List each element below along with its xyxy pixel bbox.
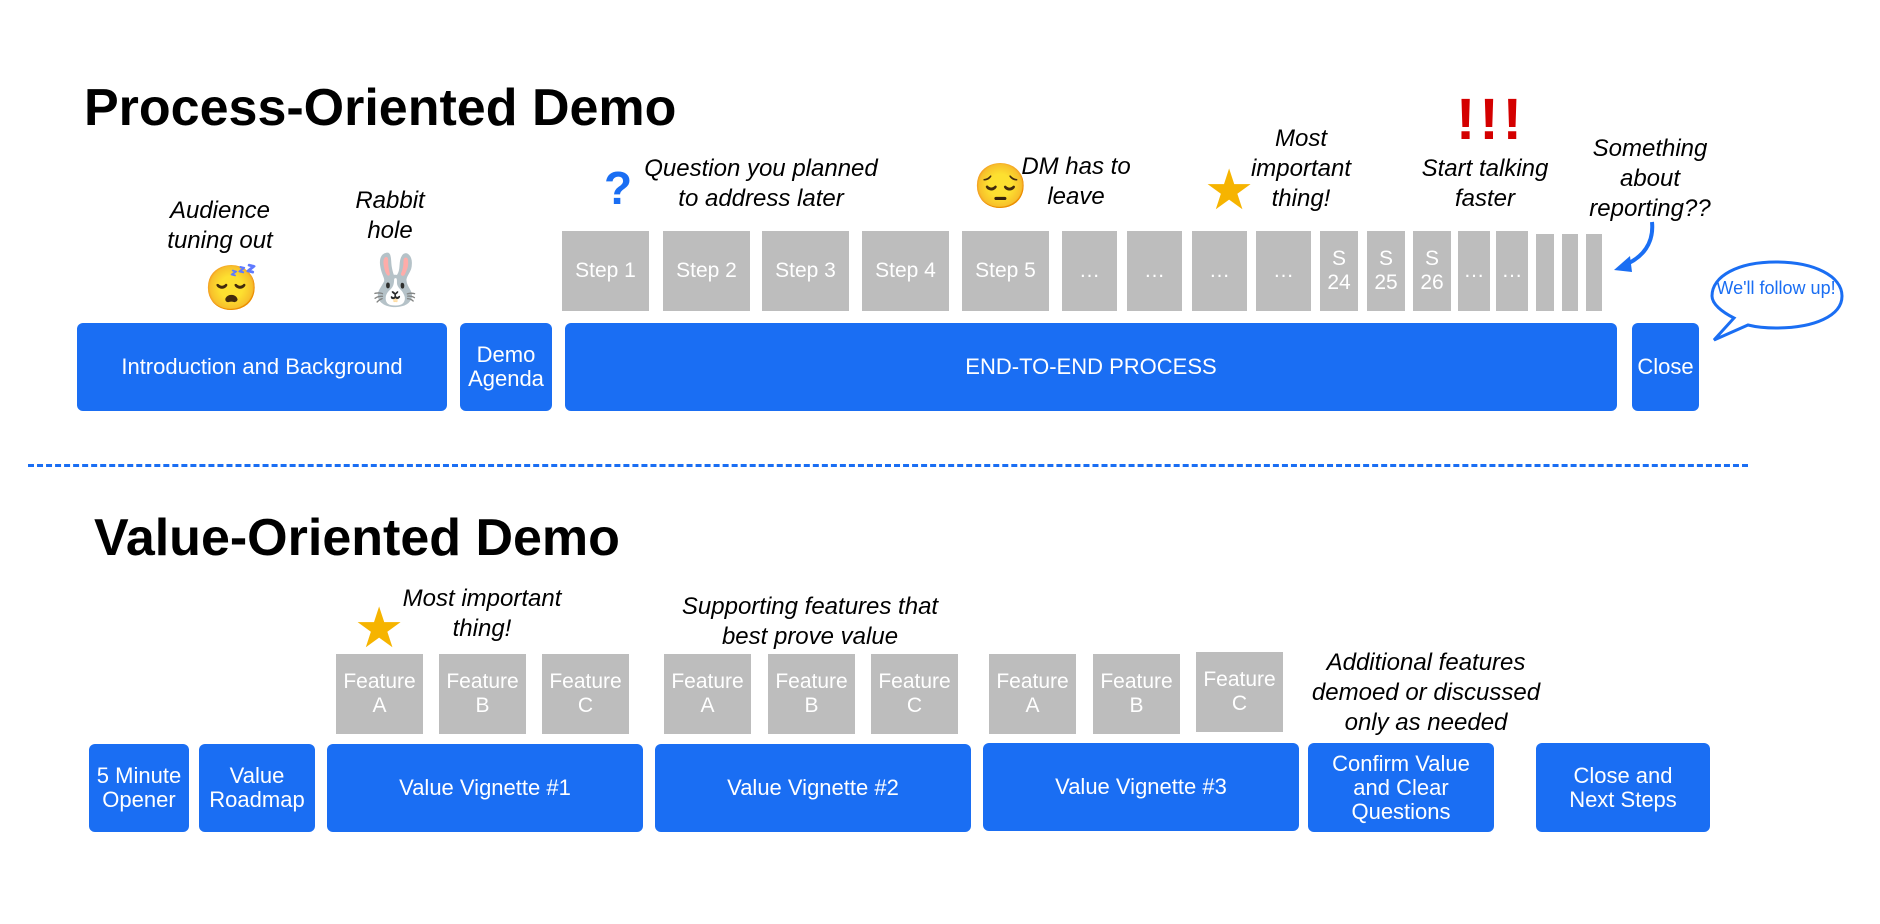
vignette-1-block: Value Vignette #1: [327, 744, 643, 832]
vignette-3-block: Value Vignette #3: [983, 743, 1299, 831]
step-box-blank: [1536, 234, 1554, 311]
step-box: Step 2: [663, 231, 750, 311]
feature-box: Feature B: [1093, 654, 1180, 734]
note-something-reporting: Something about reporting??: [1589, 135, 1711, 222]
confirm-value-block: Confirm Value and Clear Questions: [1308, 743, 1494, 832]
exclamation-icon: !!!: [1456, 87, 1526, 152]
step-box: …: [1496, 231, 1528, 311]
step-box: S 25: [1367, 231, 1405, 311]
close-block: Close: [1632, 323, 1699, 411]
step-box: Step 4: [862, 231, 949, 311]
speech-bubble: [1710, 260, 1844, 342]
rabbit-icon: 🐰: [364, 252, 427, 308]
agenda-block: Demo Agenda: [460, 323, 552, 411]
feature-box: Feature C: [542, 654, 629, 734]
feature-box: Feature B: [768, 654, 855, 734]
feature-box: Feature A: [664, 654, 751, 734]
vignette-2-block: Value Vignette #2: [655, 744, 971, 832]
value-title: Value-Oriented Demo: [94, 509, 620, 567]
star-icon: ★: [1204, 158, 1255, 221]
feature-box: Feature C: [1196, 652, 1283, 732]
step-box: S 24: [1320, 231, 1358, 311]
note-audience-tuning-out: Audience tuning out: [167, 197, 273, 254]
note-additional-features: Additional features demoed or discussed …: [1311, 649, 1541, 736]
question-mark-icon: ?: [604, 162, 633, 214]
feature-box: Feature A: [336, 654, 423, 734]
step-box: Step 1: [562, 231, 649, 311]
pensive-face-icon: 😔: [973, 162, 1028, 211]
section-divider: [28, 464, 1748, 467]
star-icon: ★: [354, 596, 405, 659]
step-box-blank: [1586, 234, 1602, 311]
roadmap-block: Value Roadmap: [199, 744, 315, 832]
bubble-text: We'll follow up!: [1716, 278, 1836, 298]
note-supporting-features: Supporting features that best prove valu…: [681, 593, 939, 650]
note-start-talking-faster: Start talking faster: [1421, 155, 1549, 212]
close-next-steps-block: Close and Next Steps: [1536, 743, 1710, 832]
step-box-blank: [1562, 234, 1578, 311]
note-question-later: Question you planned to address later: [644, 155, 878, 212]
opener-block: 5 Minute Opener: [89, 744, 189, 832]
step-box: …: [1062, 231, 1117, 311]
process-title: Process-Oriented Demo: [84, 79, 677, 137]
intro-block: Introduction and Background: [77, 323, 447, 411]
step-box: …: [1192, 231, 1247, 311]
step-box: …: [1458, 231, 1490, 311]
curved-arrow-icon: [1614, 221, 1655, 272]
step-box: S 26: [1413, 231, 1451, 311]
step-box: Step 3: [762, 231, 849, 311]
feature-box: Feature A: [989, 654, 1076, 734]
step-box: …: [1127, 231, 1182, 311]
end-to-end-block: END-TO-END PROCESS: [565, 323, 1617, 411]
step-box: …: [1256, 231, 1311, 311]
note-rabbit-hole: Rabbit hole: [355, 187, 425, 244]
feature-box: Feature B: [439, 654, 526, 734]
sleepy-face-icon: 😴: [204, 264, 259, 313]
note-most-important-process: Most important thing!: [1250, 125, 1352, 212]
note-most-important-value: Most important thing!: [402, 585, 562, 642]
feature-box: Feature C: [871, 654, 958, 734]
note-dm-leave: DM has to leave: [1021, 153, 1131, 210]
step-box: Step 5: [962, 231, 1049, 311]
